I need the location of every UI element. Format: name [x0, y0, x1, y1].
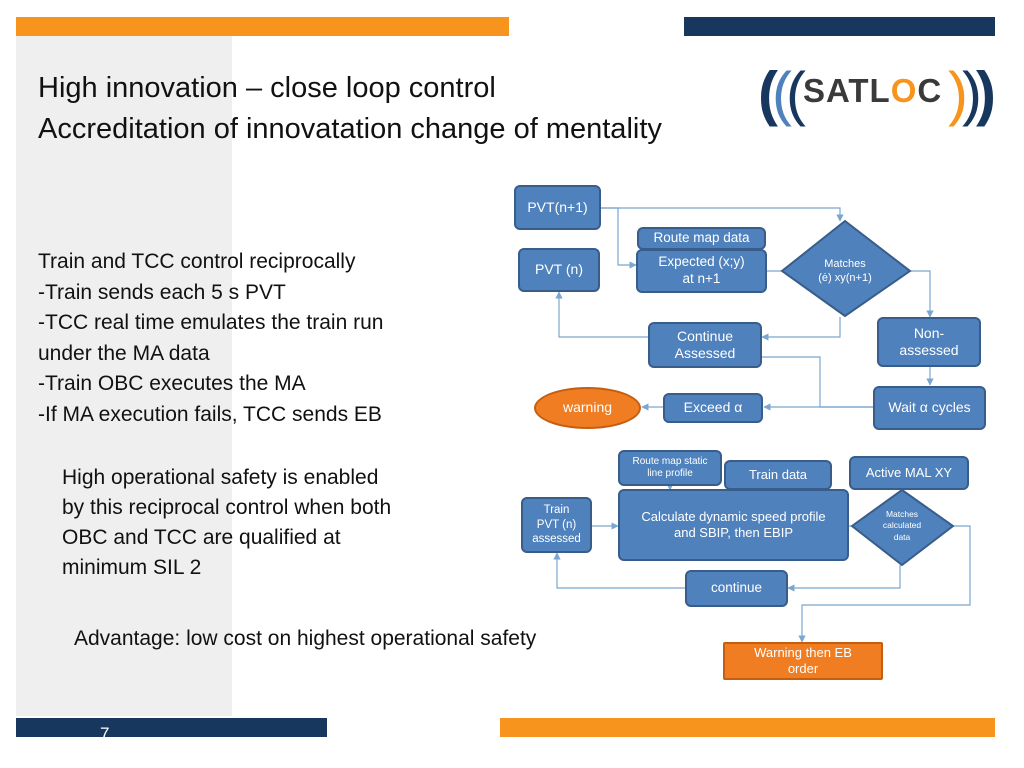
connector-continue-to-pvt [555, 291, 648, 338]
non-assessed-line-1: Non- [913, 324, 945, 341]
text-line: High operational safety is enabled [62, 466, 379, 489]
continue-line-1: Continue [676, 327, 734, 344]
top-orange-bar [16, 17, 509, 36]
logo-waves-right: ) [976, 60, 996, 127]
text-line: -Train sends each 5 s PVT [38, 280, 286, 304]
continue-line-2: Assessed [674, 345, 736, 361]
connector-matches-to-continue [761, 317, 841, 341]
matches-calc-line-3: data [893, 531, 911, 542]
train-pvt-assessed-box: Train PVT (n) assessed [521, 497, 592, 553]
matches-calc-line-2: calculated [882, 520, 922, 531]
text-line: Train and TCC control reciprocally [38, 250, 356, 273]
route-map-data-box: Route map data [637, 227, 766, 250]
warning-ellipse: warning [534, 387, 641, 429]
connector-pvt-to-matches [600, 207, 844, 222]
text-line: minimum SIL 2 [62, 556, 202, 579]
train-pvt-line-1: Train [543, 504, 570, 517]
route-static-line-2: line profile [647, 468, 693, 479]
matches-line-1: Matches [824, 257, 866, 270]
calc-line-2: and SBIP, then EBIP [673, 525, 793, 540]
logo-wordmark: SATLOC [803, 72, 943, 109]
diagram-connectors [553, 207, 971, 643]
matches-calculated-diamond [850, 488, 955, 567]
non-assessed-box: Non- assessed [877, 317, 981, 367]
satloc-logo: ( ( ( SATLOC ) ) ) [758, 58, 998, 130]
continue-box: continue [685, 570, 788, 607]
connector-matches-to-nonassessed [910, 270, 934, 318]
title-line-2: Accreditation of innovatation change of … [38, 113, 662, 145]
calculate-speed-profile-box: Calculate dynamic speed profile and SBIP… [618, 489, 849, 561]
flow-diagram: PVT(n+1) PVT (n) Route map data Expected… [500, 175, 1000, 685]
connector-continue-to-trainpvt [553, 552, 685, 589]
active-mal-box: Active MAL XY [849, 456, 969, 490]
logo-waves-left-mid: ( [786, 60, 806, 127]
logo-waves-left-inner: ( [772, 60, 792, 127]
pvt-n-box: PVT (n) [518, 248, 600, 292]
advantage-text: Advantage: low cost on highest operation… [74, 627, 537, 650]
matches-calc-line-1: Matches [885, 509, 919, 520]
top-navy-bar [684, 17, 995, 36]
logo-waves-left: ( [758, 60, 778, 127]
text-line: -Train OBC executes the MA [38, 372, 306, 395]
warning-eb-line-2: order [787, 661, 819, 676]
text-line: under the MA data [38, 341, 210, 365]
expected-line-1: Expected (x;y) [658, 254, 745, 270]
text-block-control: Train and TCC control reciprocally -Trai… [38, 247, 383, 430]
title-line-1: High innovation – close loop control [38, 72, 496, 104]
left-grey-panel [16, 36, 232, 716]
continue-assessed-box: Continue Assessed [648, 322, 762, 368]
warning-eb-order-box: Warning then EB order [723, 642, 883, 680]
route-map-static-box: Route map static line profile [618, 450, 722, 486]
expected-box: Expected (x;y) at n+1 [636, 249, 767, 293]
logo-waves-right-mid: ) [962, 60, 982, 127]
connector-wait-to-nonassessed [762, 356, 878, 408]
text-line: -If MA execution fails, TCC sends EB [38, 402, 382, 426]
matches-label: Matches (ė) xy(n+1) [786, 253, 904, 289]
bottom-orange-bar [500, 718, 995, 737]
matches-calculated-label: Matches calculated data [865, 507, 939, 545]
text-line: by this reciprocal control when both [62, 496, 392, 519]
matches-diamond [780, 219, 912, 318]
connector-pvt-to-expected [600, 207, 637, 269]
text-line: OBC and TCC are qualified at [62, 526, 341, 549]
train-pvt-line-2: PVT (n) [536, 518, 577, 531]
train-pvt-line-3: assessed [532, 533, 581, 546]
warning-eb-line-1: Warning then EB [754, 644, 852, 660]
expected-line-2: at n+1 [682, 271, 721, 286]
non-assessed-line-2: assessed [899, 342, 959, 358]
pvt-n1-box: PVT(n+1) [514, 185, 601, 230]
exceed-box: Exceed α [663, 393, 763, 423]
logo-waves-right-inner: ) [948, 60, 968, 127]
train-data-box: Train data [724, 460, 832, 490]
connector-matches-to-continue-bottom [787, 565, 901, 592]
text-block-safety: High operational safety is enabled by th… [62, 463, 391, 583]
connector-matches-to-warningeb [798, 525, 971, 643]
bottom-navy-bar [16, 718, 327, 737]
page-number: 7 [100, 724, 110, 743]
wait-cycles-box: Wait α cycles [873, 386, 986, 430]
text-line: -TCC real time emulates the train run [38, 311, 384, 334]
calc-line-1: Calculate dynamic speed profile [641, 508, 826, 524]
route-static-line-1: Route map static [632, 455, 708, 467]
matches-line-2: (ė) xy(n+1) [818, 272, 872, 284]
